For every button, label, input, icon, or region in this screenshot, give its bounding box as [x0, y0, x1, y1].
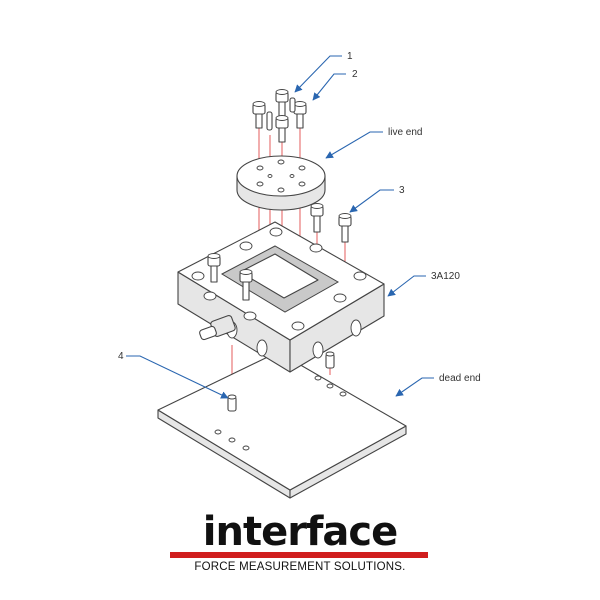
top-bolt-1: [252, 101, 266, 129]
top-bolt-3: [293, 101, 307, 129]
callout-4-label: 4: [118, 351, 124, 362]
logo-wordmark: interface: [202, 509, 398, 555]
live-end-plate: [236, 155, 326, 211]
bolt-3d: [239, 269, 253, 301]
dowel-pin-rear: [325, 351, 335, 369]
callout-live-end-label: live end: [388, 127, 422, 138]
logo-accent-bar: [170, 552, 428, 558]
callout-dead-end-label: dead end: [439, 373, 481, 384]
bolt-3c: [207, 253, 221, 283]
callout-2-label: 2: [352, 69, 358, 80]
bolt-3a: [310, 203, 324, 233]
callout-leaders: [126, 55, 434, 399]
top-bolt-2: [275, 89, 289, 117]
logo-tagline: FORCE MEASUREMENT SOLUTIONS.: [194, 561, 406, 573]
top-dowel-pins: [266, 97, 296, 131]
dowel-pin: [227, 394, 237, 412]
dead-end-base-plate: [157, 351, 407, 499]
callout-1-label: 1: [347, 51, 353, 62]
load-cell-3a120: [177, 221, 385, 373]
callout-3-label: 3: [399, 185, 405, 196]
cable-connector: [199, 315, 236, 341]
callout-model-label: 3A120: [431, 271, 460, 282]
bolt-3b: [338, 213, 352, 243]
top-bolt-4: [275, 115, 289, 143]
base-plate-holes: [214, 375, 347, 451]
interface-logo: interface FORCE MEASUREMENT SOLUTIONS.: [0, 510, 600, 590]
live-end-plate-holes: [256, 159, 306, 193]
